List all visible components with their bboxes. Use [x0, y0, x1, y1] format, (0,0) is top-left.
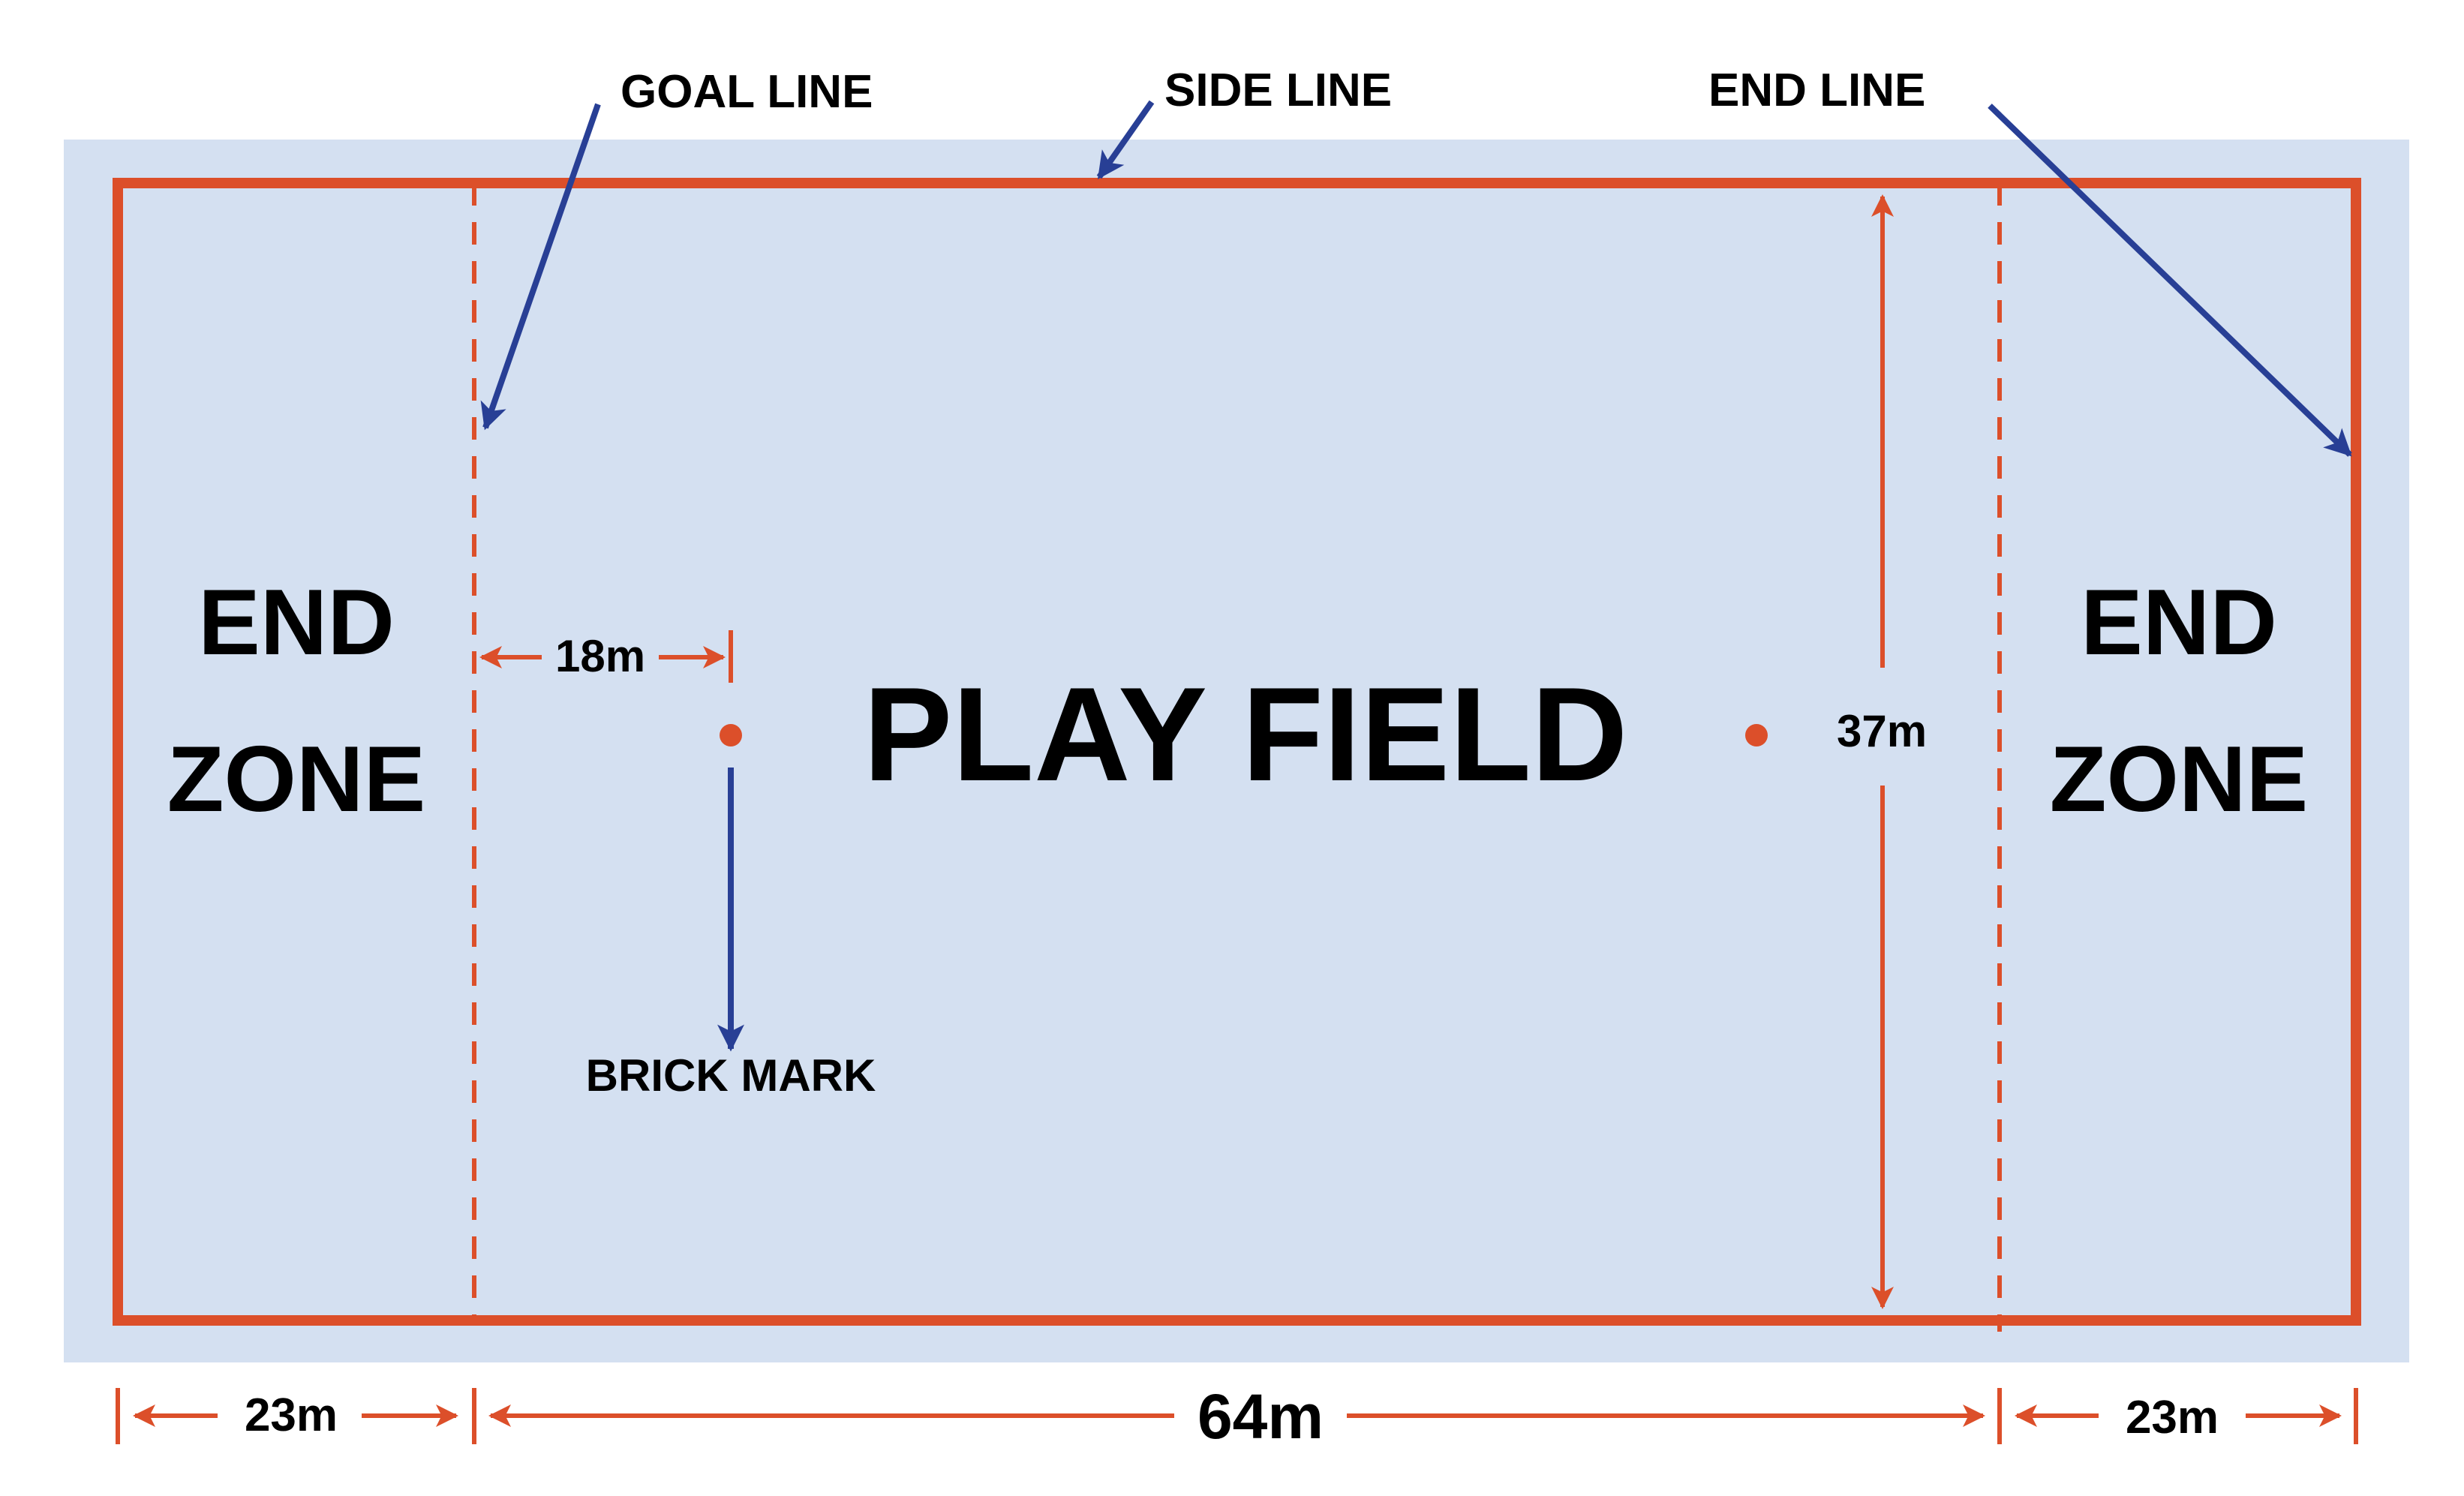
goal-line-arrow-icon [480, 103, 601, 431]
brick-mark-dot-left [720, 724, 742, 746]
end-zone-left-label-bottom: ZONE [167, 728, 425, 831]
end-zone-left-length-label: 23m [245, 1389, 338, 1441]
brick-mark-dot-right [1745, 724, 1768, 746]
end-zone-right-label-bottom: ZONE [2050, 728, 2308, 831]
field-background [64, 140, 2409, 1362]
end-line-label: END LINE [1708, 65, 1925, 116]
end-zone-right-label-top: END [2081, 571, 2277, 674]
end-zone-left-label-top: END [198, 571, 395, 674]
side-line-label: SIDE LINE [1164, 65, 1392, 116]
goal-line-label: GOAL LINE [621, 66, 873, 118]
play-field-length-label: 64m [1197, 1381, 1324, 1452]
field-boundary [113, 178, 2361, 1326]
field-width-label: 37m [1837, 706, 1927, 756]
end-line-arrow-icon [1988, 104, 2352, 457]
brick-distance-label: 18m [555, 631, 645, 681]
side-line-arrow-icon [1096, 100, 1155, 179]
brick-mark-label: BRICK MARK [586, 1050, 876, 1101]
play-field-label: PLAY FIELD [864, 659, 1628, 809]
end-zone-right-length-label: 23m [2126, 1392, 2219, 1443]
